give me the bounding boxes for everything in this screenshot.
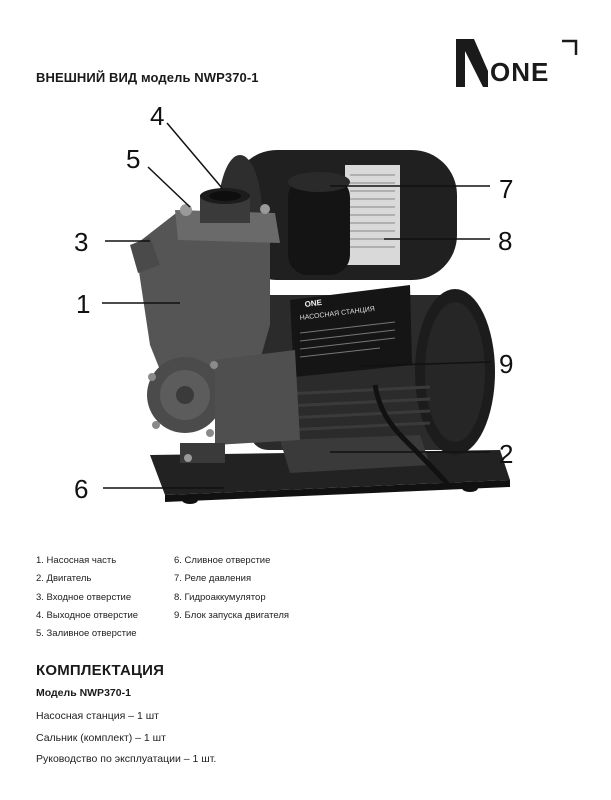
page-title: ВНЕШНИЙ ВИД модель NWP370-1: [36, 70, 259, 85]
kit-section-title: КОМПЛЕКТАЦИЯ: [36, 662, 165, 679]
label-plate-brand: ONE: [304, 298, 323, 309]
callout-1: 1: [76, 289, 91, 319]
legend-item: 8. Гидроаккумулятор: [174, 591, 266, 603]
callout-3: 3: [74, 227, 89, 257]
callout-6: 6: [74, 474, 89, 504]
legend-item: 3. Входное отверстие: [36, 591, 132, 603]
pump-casing: [130, 188, 300, 463]
kit-item: Насосная станция – 1 шт: [36, 710, 159, 722]
motor-label-plate: НАСОСНАЯ СТАНЦИЯ ONE: [290, 285, 412, 377]
pressure-switch: [288, 172, 350, 275]
legend-item: 9. Блок запуска двигателя: [174, 609, 290, 621]
callout-7: 7: [499, 174, 514, 204]
kit-item: Сальник (комплект) – 1 шт: [36, 731, 166, 744]
legend-item: 2. Двигатель: [36, 573, 92, 585]
callout-5: 5: [126, 144, 141, 174]
kit-model: Модель NWP370-1: [36, 687, 131, 699]
legend-item: 1. Насосная часть: [36, 555, 117, 566]
legend-item: 7. Реле давления: [174, 573, 252, 585]
callout-9: 9: [499, 349, 514, 379]
callout-8: 8: [498, 226, 513, 256]
brand-logo-mark: [456, 39, 578, 87]
legend-item: 6. Сливное отверстие: [174, 555, 271, 566]
legend-left-column: 1. Насосная часть 2. Двигатель 3. Входно…: [36, 552, 138, 643]
legend-item: 5. Заливное отверстие: [36, 628, 137, 640]
kit-item: Руководство по эксплуатации – 1 шт.: [36, 753, 217, 765]
brand-logo: [456, 39, 578, 87]
legend-item: 4. Выходное отверстие: [36, 609, 139, 621]
pump-illustration: НАСОСНАЯ СТАНЦИЯ ONE: [102, 122, 510, 504]
callout-lines: [102, 122, 491, 489]
brand-logo-text: ONE: [490, 57, 550, 87]
callout-2: 2: [499, 439, 514, 469]
kit-list: Насосная станция – 1 шт Сальник (комплек…: [36, 706, 216, 771]
legend-right-column: 6. Сливное отверстие 7. Реле давления 8.…: [174, 552, 289, 625]
callout-4: 4: [150, 101, 165, 131]
